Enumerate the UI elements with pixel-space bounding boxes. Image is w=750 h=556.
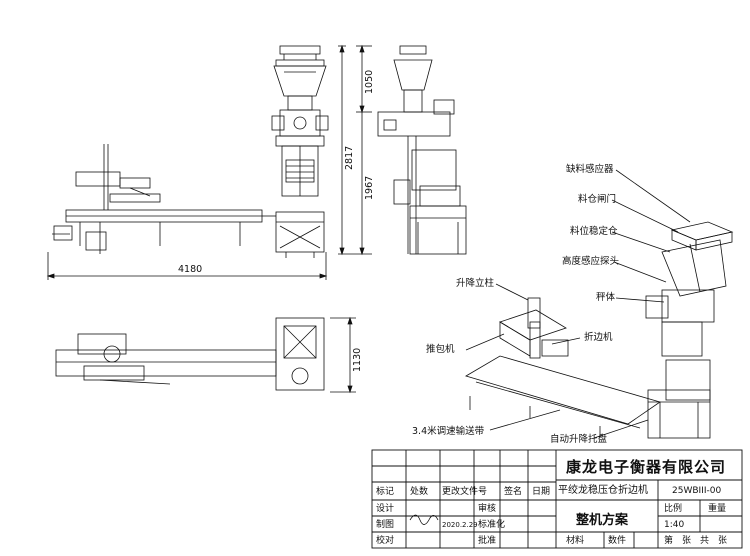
callout-folding-machine: 折边机 — [584, 332, 613, 343]
callout-conveyor: 3.4米调速输送带 — [412, 426, 485, 437]
row-label-mark: 标记 — [376, 487, 395, 497]
callout-feed-sensor: 缺料感应器 — [566, 164, 614, 175]
callout-proximity-switch: 高度感应探头 — [562, 256, 620, 267]
scale-value: 1:40 — [664, 520, 685, 530]
weight-label: 重量 — [708, 504, 727, 514]
title-block-grid — [371, 449, 743, 549]
callout-level-sensor: 料位稳定仓 — [570, 226, 618, 237]
scale-label: 比例 — [664, 504, 683, 514]
col-label-signature: 签名 — [504, 487, 523, 497]
review-date: 2020.2.29 — [442, 521, 478, 529]
row-label-design: 设计 — [376, 504, 395, 514]
plan-view — [55, 316, 356, 394]
drawing-number: 25WBIII-00 — [672, 486, 722, 496]
col-label-count: 处数 — [410, 487, 429, 497]
sheet-label: 第 张 共 张 — [664, 536, 728, 546]
callout-scale-body: 秤体 — [596, 292, 616, 303]
front-elevation — [46, 45, 329, 280]
quantity-label: 数件 — [608, 536, 627, 546]
callout-lift-column: 升降立柱 — [456, 278, 495, 289]
col-label-date: 日期 — [532, 487, 551, 497]
review-label: 审核 — [478, 504, 497, 514]
row-label-check: 校对 — [376, 536, 395, 546]
dim-overall-length: 4180 — [178, 264, 203, 275]
product-name: 平绞龙稳压仓折边机 — [558, 485, 648, 496]
standard-label: 标准化 — [478, 520, 506, 530]
company-name: 康龙电子衡器有限公司 — [566, 458, 727, 476]
callout-bin-gate: 料仓闸门 — [578, 194, 617, 205]
approve-label: 批准 — [478, 536, 497, 546]
drawing-scheme: 整机方案 — [576, 513, 629, 528]
col-label-change-doc: 更改文件号 — [442, 487, 488, 497]
callout-leaders — [465, 169, 691, 439]
material-label: 材料 — [566, 536, 585, 546]
side-elevation — [338, 44, 467, 256]
callout-lift-pallet: 自动升降托盘 — [550, 434, 608, 445]
row-label-draft: 制图 — [376, 520, 395, 530]
isometric-view — [465, 221, 734, 439]
callout-bag-pusher: 推包机 — [426, 344, 455, 355]
